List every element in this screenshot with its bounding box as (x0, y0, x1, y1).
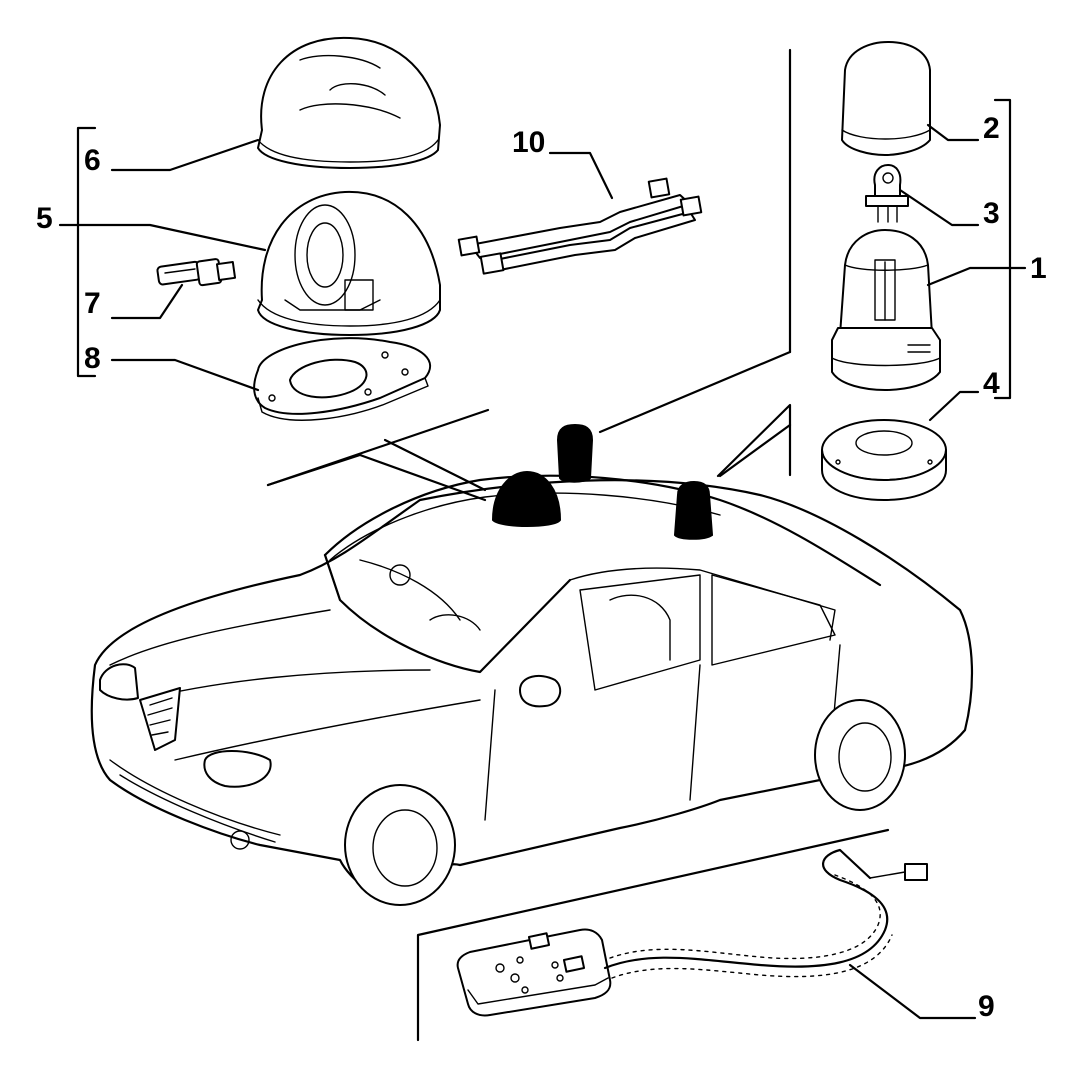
left-group-bracket (76, 126, 97, 378)
callout-8: 8 (84, 342, 101, 375)
dome-beacon-part-5 (257, 190, 441, 336)
roof-beacon-silhouettes (491, 423, 714, 540)
bulb-part-7 (156, 258, 237, 287)
car-illustration (90, 474, 974, 906)
callout-9: 9 (978, 990, 995, 1023)
rotating-beacon-part-1 (831, 229, 941, 391)
mounting-bar-part-10 (457, 177, 703, 275)
callout-6: 6 (84, 144, 101, 177)
lens-cover-part-2 (841, 41, 931, 156)
leader-lines-to-car (266, 48, 792, 502)
base-plate-part-8 (253, 337, 432, 421)
callout-10: 10 (512, 126, 545, 159)
right-group-bracket (993, 98, 1012, 400)
callout-leaders (58, 123, 1027, 1020)
callout-3: 3 (983, 197, 1000, 230)
callout-7: 7 (84, 287, 101, 320)
callout-1: 1 (1030, 252, 1047, 285)
dome-lens-part-6 (257, 36, 441, 169)
control-panel-part-9 (416, 828, 928, 1042)
callout-5: 5 (36, 202, 53, 235)
callout-4: 4 (983, 367, 1000, 400)
callout-2: 2 (983, 112, 1000, 145)
bulb-holder-part-3 (865, 164, 909, 223)
magnetic-base-part-4 (821, 419, 947, 501)
